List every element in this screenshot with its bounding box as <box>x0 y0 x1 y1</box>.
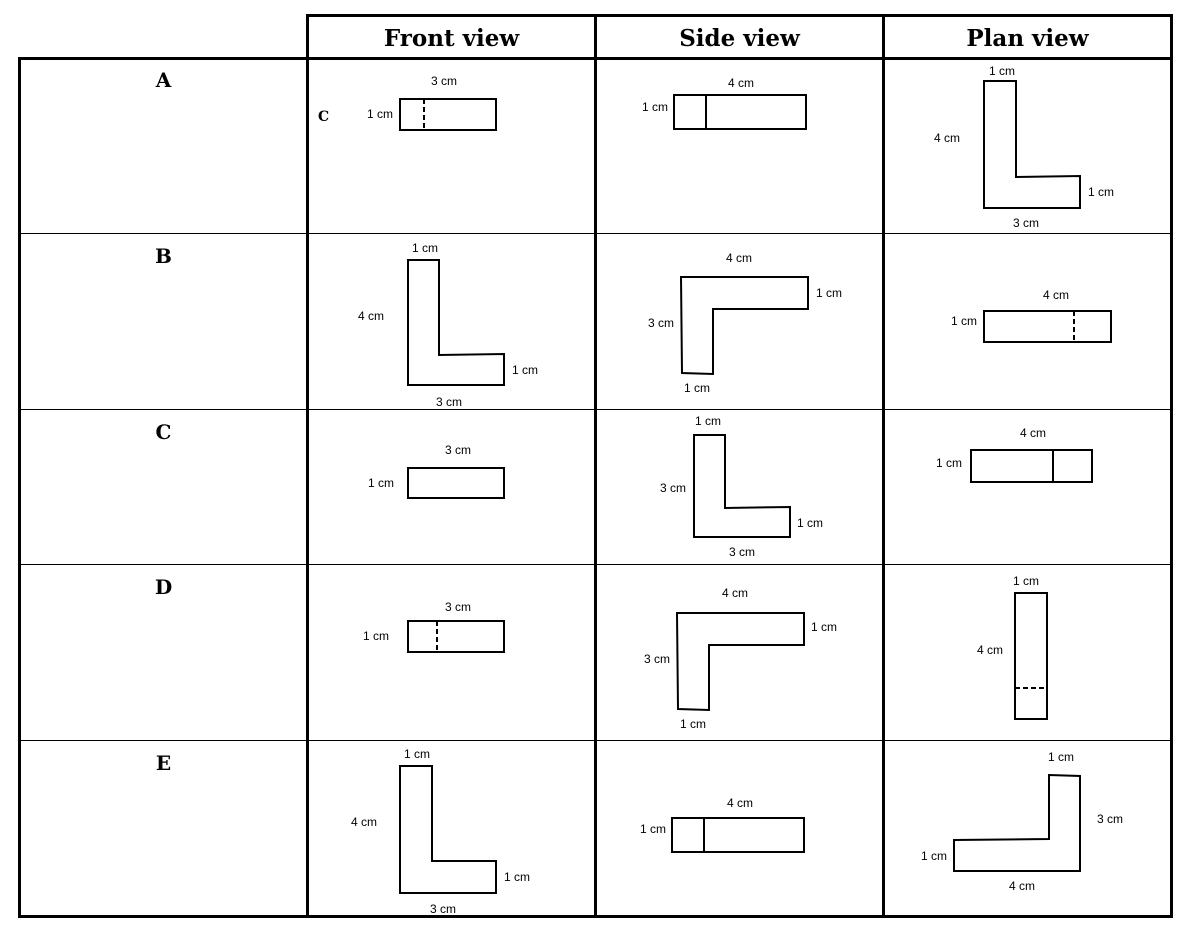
rectangle-shape <box>1014 592 1048 720</box>
dimension-label: 1 cm <box>1013 574 1039 588</box>
table-top-border-header <box>306 14 1173 17</box>
dimension-label: 4 cm <box>351 815 377 829</box>
dimension-label: 4 cm <box>1043 288 1069 302</box>
dimension-label: 4 cm <box>934 131 960 145</box>
dimension-label: 1 cm <box>951 314 977 328</box>
l-shape <box>407 259 505 386</box>
rectangle-shape <box>671 817 805 853</box>
dimension-label: 4 cm <box>977 643 1003 657</box>
row-a-front-view: 3 cm 1 cm <box>367 74 497 131</box>
row-label-c: C <box>155 420 172 444</box>
l-shape <box>679 276 809 376</box>
dimension-label: 3 cm <box>445 443 471 457</box>
table-left-border <box>18 57 21 918</box>
dimension-label: 1 cm <box>989 64 1015 78</box>
row-b-plan-view: 4 cm 1 cm <box>951 288 1112 343</box>
row-d-plan-view: 1 cm 4 cm <box>977 574 1048 720</box>
dimension-label: 3 cm <box>644 652 670 666</box>
row-d-front-view: 3 cm 1 cm <box>363 600 505 653</box>
dimension-label: 1 cm <box>1088 185 1114 199</box>
row-b-front-view: 1 cm 4 cm 1 cm 3 cm <box>358 241 538 409</box>
dimension-label: 4 cm <box>726 251 752 265</box>
dimension-label: 1 cm <box>921 849 947 863</box>
dimension-label: 3 cm <box>431 74 457 88</box>
header-front-view: Front view <box>383 24 520 52</box>
l-shape <box>983 80 1081 209</box>
row-c-side-view: 1 cm 3 cm 1 cm 3 cm <box>660 414 823 559</box>
dimension-label: 4 cm <box>728 76 754 90</box>
dimension-label: 1 cm <box>936 456 962 470</box>
dimension-label: 1 cm <box>1048 750 1074 764</box>
dimension-label: 1 cm <box>695 414 721 428</box>
dimension-label: 4 cm <box>1009 879 1035 893</box>
dimension-label: 1 cm <box>684 381 710 395</box>
rectangle-shape <box>673 94 807 130</box>
dimension-label: 3 cm <box>1013 216 1039 230</box>
l-shape <box>675 612 805 712</box>
dimension-label: 3 cm <box>445 600 471 614</box>
row-label-d: D <box>154 575 173 599</box>
rectangle-shape <box>407 620 505 653</box>
dimension-label: 1 cm <box>512 363 538 377</box>
row-a-plan-view: 1 cm 4 cm 1 cm 3 cm <box>934 64 1114 230</box>
row-label-b: B <box>155 244 172 268</box>
rectangle-shape <box>970 449 1093 483</box>
column-divider <box>306 14 309 918</box>
l-shape <box>693 434 791 538</box>
header-side-view: Side view <box>679 24 800 52</box>
stray-letter: C <box>318 109 330 125</box>
dimension-label: 1 cm <box>368 476 394 490</box>
rectangle-shape <box>407 467 505 499</box>
dimension-label: 4 cm <box>358 309 384 323</box>
row-e-side-view: 4 cm 1 cm <box>640 796 805 853</box>
table-right-border <box>1170 14 1173 918</box>
row-label-a: A <box>155 68 172 92</box>
dimension-label: 1 cm <box>404 747 430 761</box>
dimension-label: 1 cm <box>504 870 530 884</box>
dimension-label: 1 cm <box>412 241 438 255</box>
column-divider <box>882 14 885 918</box>
dimension-label: 1 cm <box>642 100 668 114</box>
rectangle-shape <box>399 98 497 131</box>
column-divider <box>594 14 597 918</box>
row-e-plan-view: 1 cm 3 cm 1 cm 4 cm <box>921 750 1123 893</box>
dimension-label: 1 cm <box>363 629 389 643</box>
row-c-plan-view: 4 cm 1 cm <box>936 426 1093 483</box>
row-a-side-view: 4 cm 1 cm <box>642 76 807 130</box>
header-plan-view: Plan view <box>966 24 1089 52</box>
row-e-front-view: 1 cm 4 cm 1 cm 3 cm <box>351 747 530 915</box>
dimension-label: 3 cm <box>648 316 674 330</box>
rectangle-shape <box>983 310 1112 343</box>
dimension-label: 3 cm <box>430 902 456 915</box>
row-c-front-view: 3 cm 1 cm <box>368 443 505 499</box>
dimension-label: 4 cm <box>722 586 748 600</box>
dimension-label: 4 cm <box>1020 426 1046 440</box>
l-shape <box>953 773 1081 872</box>
row-label-e: E <box>155 751 172 775</box>
dimension-label: 3 cm <box>436 395 462 409</box>
l-shape <box>399 765 497 894</box>
dimension-label: 1 cm <box>640 822 666 836</box>
dimension-label: 1 cm <box>797 516 823 530</box>
dimension-label: 1 cm <box>811 620 837 634</box>
row-d-side-view: 4 cm 1 cm 3 cm 1 cm <box>644 586 837 731</box>
dimension-label: 3 cm <box>1097 812 1123 826</box>
dimension-label: 3 cm <box>660 481 686 495</box>
dimension-label: 1 cm <box>680 717 706 731</box>
row-b-side-view: 4 cm 1 cm 3 cm 1 cm <box>648 251 842 395</box>
dimension-label: 1 cm <box>816 286 842 300</box>
dimension-label: 3 cm <box>729 545 755 559</box>
dimension-label: 1 cm <box>367 107 393 121</box>
dimension-label: 4 cm <box>727 796 753 810</box>
